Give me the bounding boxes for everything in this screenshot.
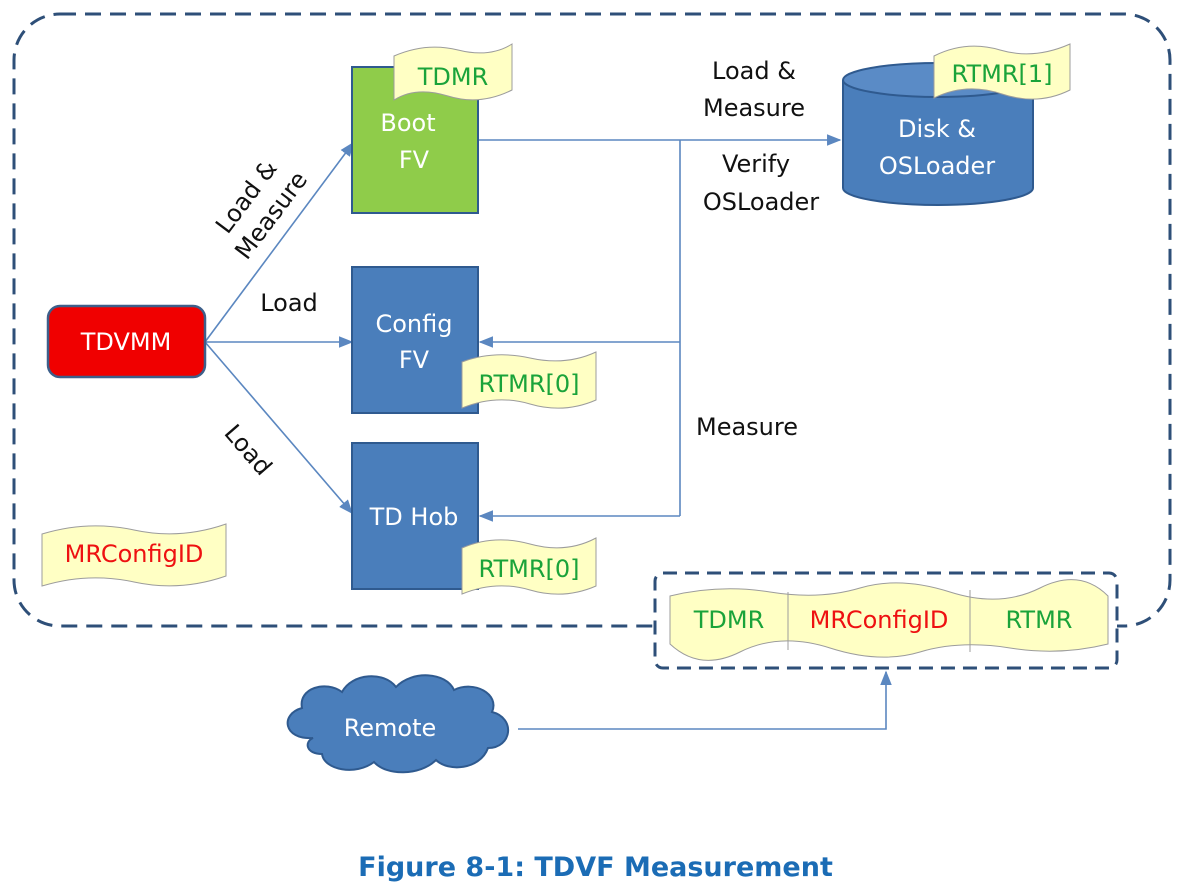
td-hob-box	[351, 442, 479, 590]
tag-hob-rtmr0-text: RTMR[0]	[479, 555, 580, 583]
edge-tdvmm-hob	[204, 341, 353, 515]
tag-boot-tdmr: TDMR	[393, 43, 513, 101]
tag-disk-rtmr1-text: RTMR[1]	[952, 60, 1053, 88]
figure-caption: Figure 8-1: TDVF Measurement	[358, 852, 833, 883]
boot-fv-line1: Boot	[380, 109, 435, 137]
config-fv-line2: FV	[399, 346, 430, 374]
tag-mrconfigid: MRConfigID	[41, 523, 227, 587]
label-load-mid: Load	[260, 289, 318, 317]
remote-cloud	[286, 674, 510, 774]
tag-disk-rtmr1: RTMR[1]	[933, 43, 1071, 100]
tdvmm-box	[46, 304, 207, 379]
tag-config-rtmr0-text: RTMR[0]	[479, 370, 580, 398]
edge-tdvmm-boot	[204, 141, 354, 343]
label-load-measure-top-line2: Measure	[703, 94, 805, 122]
remote-label: Remote	[344, 714, 437, 742]
report-rtmr-text: RTMR	[1006, 606, 1073, 634]
label-measure: Measure	[696, 413, 798, 441]
tag-hob-rtmr0: RTMR[0]	[461, 537, 597, 595]
report-mrconfigid-text: MRConfigID	[810, 606, 949, 634]
label-load-measure-diag: Load & Measure	[210, 155, 313, 265]
label-verify-line2: OSLoader	[703, 188, 819, 216]
config-fv-box	[351, 266, 479, 414]
connectors	[204, 134, 892, 730]
disk-line1: Disk &	[898, 115, 976, 143]
edge-remote-report	[518, 670, 892, 730]
tdvmm-label: TDVMM	[80, 328, 172, 356]
config-fv-line1: Config	[375, 310, 452, 338]
td-hob-label: TD Hob	[369, 503, 459, 531]
tag-mrconfigid-text: MRConfigID	[65, 540, 204, 568]
boot-fv-line2: FV	[399, 146, 430, 174]
tag-boot-tdmr-text: TDMR	[417, 63, 489, 91]
label-load-measure-top-line1: Load &	[712, 57, 796, 85]
td-boundary	[12, 12, 1172, 628]
label-verify-line1: Verify	[722, 150, 790, 178]
label-load-diag: Load	[219, 419, 278, 481]
report-tags: TDMR MRConfigID RTMR	[669, 579, 1109, 661]
report-tdmr-text: TDMR	[693, 606, 765, 634]
disk-line2: OSLoader	[879, 152, 995, 180]
label-load-diag-text: Load	[219, 419, 278, 481]
tag-config-rtmr0: RTMR[0]	[461, 351, 597, 409]
